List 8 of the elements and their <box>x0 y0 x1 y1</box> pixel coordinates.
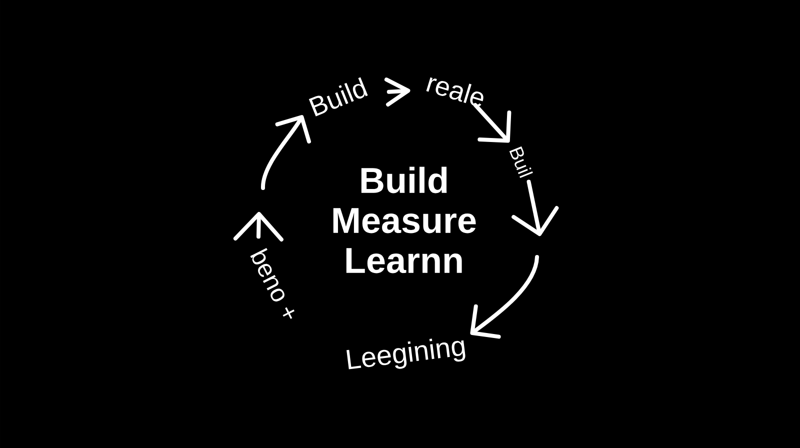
step-label: Buil <box>509 146 533 178</box>
step-label: beno + <box>250 248 294 319</box>
step-label: Build <box>308 77 368 116</box>
step-label: reale <box>426 77 484 106</box>
step-label: Leegining <box>346 338 466 370</box>
center-title: Build Measure Learnn <box>333 166 476 274</box>
arrow <box>470 255 539 339</box>
arrow <box>261 115 311 190</box>
